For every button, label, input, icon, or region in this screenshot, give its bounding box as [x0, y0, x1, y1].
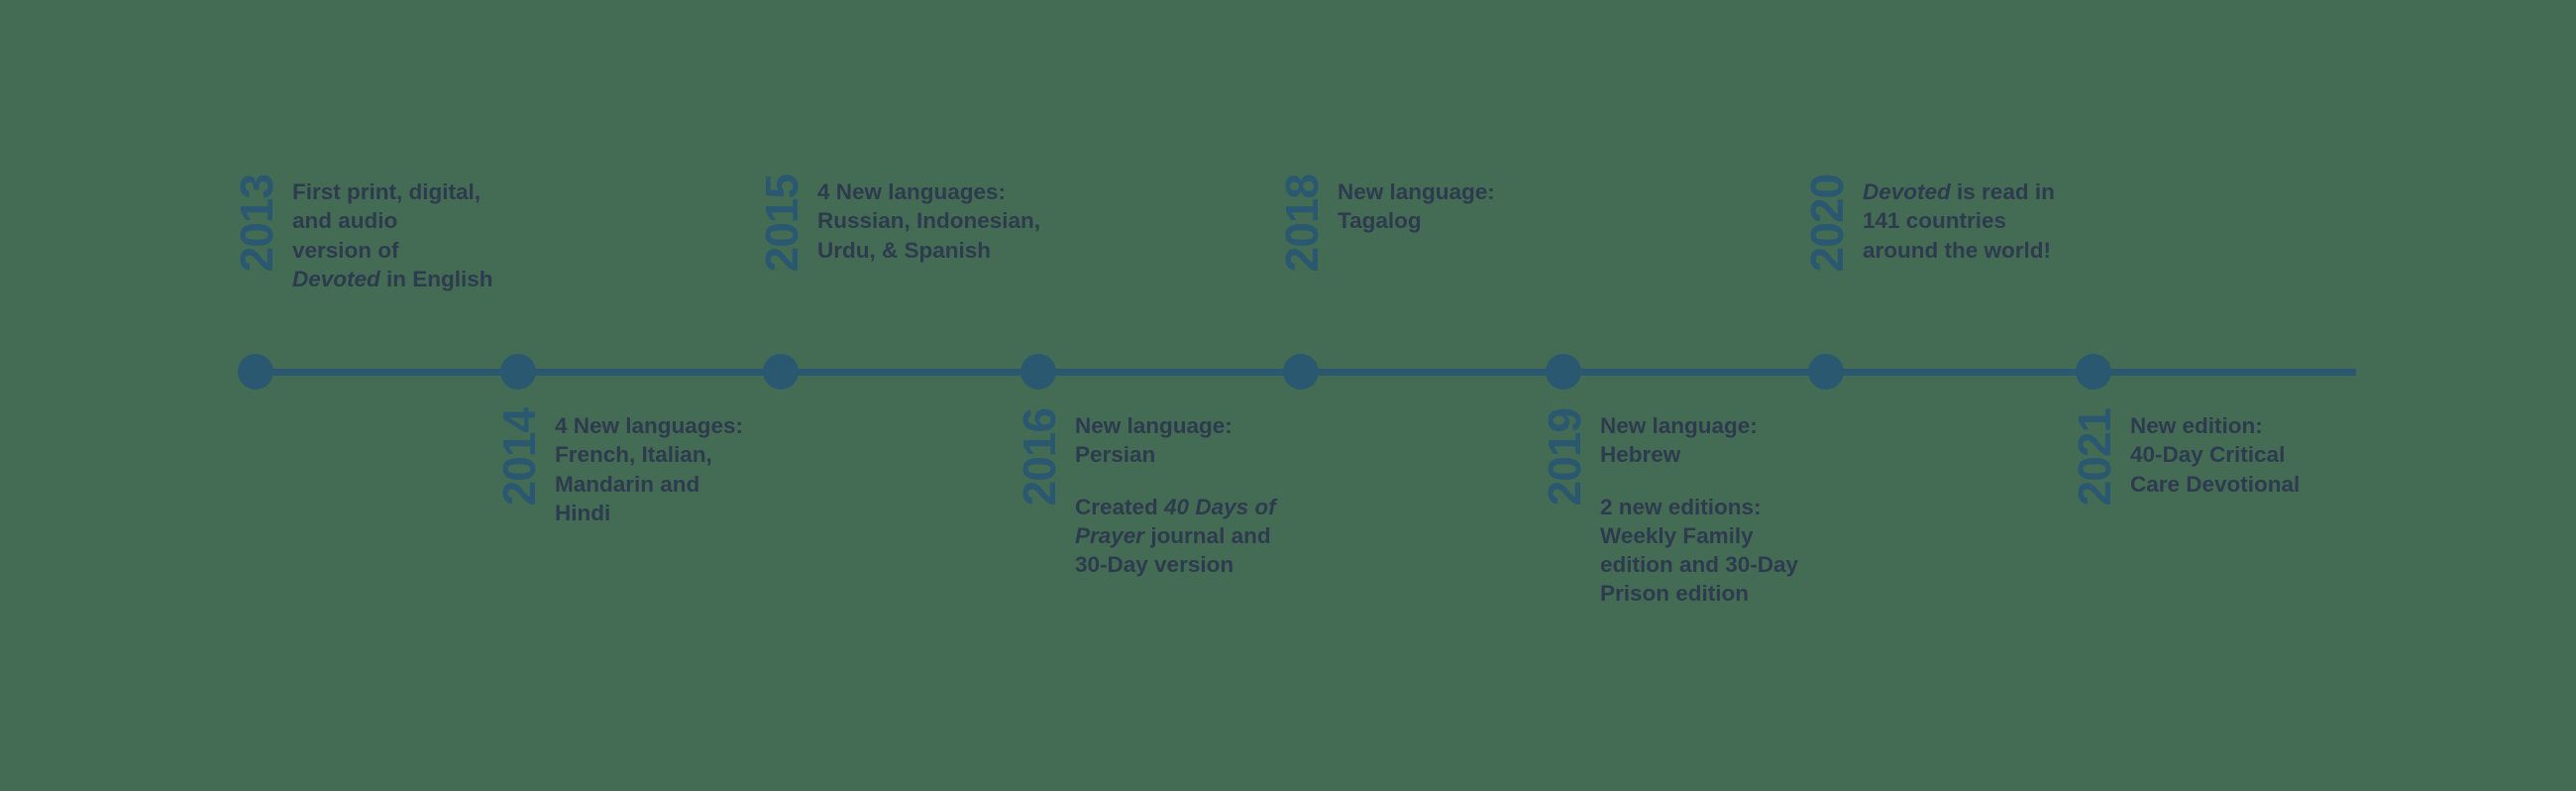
timeline-dot-2013 [238, 354, 273, 390]
timeline-dot-2020 [1808, 354, 1844, 390]
italic-title: Devoted [292, 266, 380, 291]
text-run: 2 new editions: Weekly Family edition an… [1600, 494, 1799, 607]
event-paragraph: Created 40 Days of Prayer journal and 30… [1075, 493, 1276, 580]
event-body-2020: Devoted is read in 141 countries around … [1850, 174, 2055, 265]
text-run: New language: Hebrew [1600, 413, 1758, 468]
event-body-2013: First print, digital, and audio version … [279, 174, 493, 293]
year-label-2013: 2013 [231, 174, 282, 273]
text-run: Created [1075, 494, 1165, 519]
event-body-2019: New language: Hebrew 2 new editions: Week… [1587, 408, 1798, 609]
event-paragraph: New language: Hebrew [1600, 411, 1798, 470]
event-paragraph: 4 New languages: Russian, Indonesian, Ur… [817, 177, 1040, 265]
text-run: journal and 30-Day version [1075, 522, 1271, 577]
italic-title: Devoted [1863, 179, 1951, 204]
event-paragraph: 2 new editions: Weekly Family edition an… [1600, 493, 1798, 609]
year-label-2018: 2018 [1276, 174, 1328, 273]
text-run: is read in 141 countries around the worl… [1863, 179, 2055, 263]
event-paragraph: 4 New languages: French, Italian, Mandar… [555, 411, 743, 527]
event-body-2018: New language: Tagalog [1325, 174, 1495, 236]
year-label-2015: 2015 [756, 174, 807, 273]
event-paragraph: New edition: 40-Day Critical Care Devoti… [2130, 411, 2300, 499]
year-label-2021: 2021 [2069, 408, 2120, 507]
year-label-2020: 2020 [1801, 174, 1853, 273]
text-run: First print, digital, and audio version … [292, 179, 481, 263]
text-run: 4 New languages: Russian, Indonesian, Ur… [817, 179, 1041, 263]
timeline-dot-2018 [1283, 354, 1319, 390]
event-body-2021: New edition: 40-Day Critical Care Devoti… [2117, 408, 2300, 499]
text-run: New edition: 40-Day Critical Care Devoti… [2130, 413, 2301, 497]
timeline-dot-2019 [1546, 354, 1581, 390]
text-run: in English [379, 266, 493, 291]
event-body-2014: 4 New languages: French, Italian, Mandar… [542, 408, 743, 527]
year-label-2019: 2019 [1539, 408, 1590, 507]
event-paragraph: Devoted is read in 141 countries around … [1863, 177, 2055, 265]
event-paragraph: New language: Persian [1075, 411, 1276, 470]
text-run: 4 New languages: French, Italian, Mandar… [555, 413, 744, 525]
year-label-2016: 2016 [1014, 408, 1065, 507]
year-label-2014: 2014 [493, 408, 545, 507]
event-paragraph: New language: Tagalog [1338, 177, 1495, 236]
timeline-dot-2014 [500, 354, 536, 390]
event-body-2015: 4 New languages: Russian, Indonesian, Ur… [805, 174, 1040, 265]
italic-title: 40 Days of Prayer [1075, 494, 1276, 548]
event-paragraph: First print, digital, and audio version … [292, 177, 493, 293]
text-run: New language: Tagalog [1338, 179, 1495, 234]
timeline-dot-2021 [2076, 354, 2111, 390]
timeline-dot-2015 [763, 354, 799, 390]
text-run: New language: Persian [1075, 413, 1233, 468]
timeline-dot-2016 [1020, 354, 1056, 390]
